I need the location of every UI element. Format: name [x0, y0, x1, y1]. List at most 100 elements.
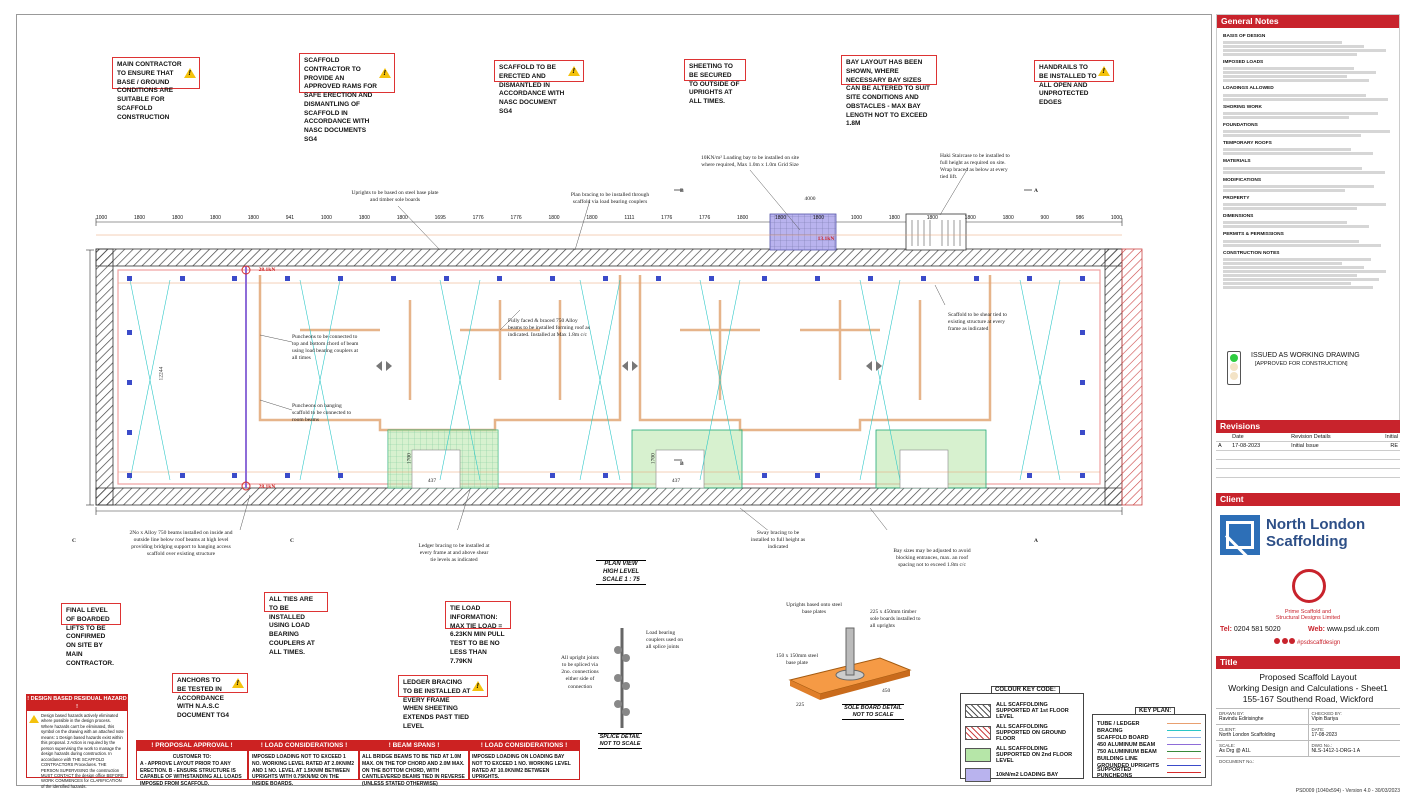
colour-key-label: 10kN/m2 LOADING BAY — [996, 772, 1059, 778]
colour-key-label: ALL SCAFFOLDING SUPPORTED AT 1st FLOOR L… — [996, 702, 1069, 720]
sole-note-timber: 225 x 450mm timber sole boards installed… — [870, 609, 921, 630]
colour-key-label: ALL SCAFFOLDING SUPPORTED ON GROUND FLOO… — [996, 724, 1066, 742]
client-panel: Client North London Scaffolding Prime Sc… — [1216, 493, 1400, 653]
dimension-label: 1800 — [737, 215, 749, 221]
key-plan-item: 450 ALUMINUM BEAM — [1097, 741, 1201, 748]
warning-icon — [29, 715, 39, 723]
title-line2: Working Design and Calculations - Sheet1 — [1228, 683, 1388, 693]
title-line1: Proposed Scaffold Layout — [1259, 672, 1357, 682]
linkedin-icon[interactable] — [1289, 638, 1296, 644]
colour-key-item: ALL SCAFFOLDING SUPPORTED ON GROUND FLOO… — [965, 724, 1079, 742]
key-plan-label: 750 ALUMINIUM BEAM — [1097, 748, 1157, 755]
drawing-sheet — [16, 14, 1212, 786]
dimension-label: 1800 — [964, 215, 976, 221]
note-sheeting: SHEETING TO BE SECURED TO OUTSIDE OF UPR… — [684, 59, 746, 105]
load-28kn-top: 28.1kN — [258, 267, 276, 273]
key-plan-label: GROUNDED UPRIGHTS — [1097, 762, 1160, 769]
title-line3: 155-167 Southend Road, Wickford — [1242, 694, 1374, 704]
key-plan-item: GROUNDED UPRIGHTS — [1097, 762, 1201, 769]
working-drawing-label: ISSUED AS WORKING DRAWING — [1251, 352, 1360, 359]
footer-version: PSD009 (1040x594) - Version 4.0 - 30/03/… — [1295, 788, 1400, 794]
dim-225: 225 — [796, 702, 805, 708]
key-plan-label: SUPPORTED PUNCHEONS — [1097, 766, 1133, 779]
loading-bay-considerations-box: ! LOAD CONSIDERATIONS !IMPOSED LOADING O… — [468, 740, 580, 780]
dim-437: 437 — [671, 478, 681, 484]
note-rams: SCAFFOLD CONTRACTOR TO PROVIDE AN APPROV… — [299, 53, 395, 143]
note-shear-tied: Scaffold to be shear tied to existing st… — [948, 312, 1008, 333]
dimension-label: 1800 — [774, 215, 787, 221]
note-alloy-beams: 2No x Alloy 750 beams installed on insid… — [129, 530, 233, 558]
note-ties: ALL TIES ARE TO BE INSTALLED USING LOAD … — [264, 592, 328, 656]
dimension-label: 1800 — [926, 215, 938, 221]
dim-437: 437 — [427, 478, 437, 484]
section-marker-a: A — [1034, 188, 1038, 194]
key-plan-item: TUBE / LEDGER — [1097, 720, 1201, 727]
colour-swatch — [965, 726, 991, 740]
dimension-label: 1800 — [888, 215, 900, 221]
dimension-label: 1000 — [1110, 215, 1122, 221]
key-plan-label: 450 ALUMINUM BEAM — [1097, 741, 1156, 748]
dimension-label: 1800 — [133, 215, 146, 221]
north-london-logo-icon — [1220, 515, 1260, 565]
note-alloy-roof: Fully faced & braced 750 Alloy beams to … — [508, 318, 590, 339]
note-bay-sizes: Bay sizes may be adjusted to avoid block… — [893, 548, 971, 569]
dimension-label: 900 — [1040, 215, 1049, 221]
note-handrails: HANDRAILS TO BE INSTALLED TO ALL OPEN AN… — [1034, 60, 1114, 106]
key-line-swatch — [1167, 723, 1201, 724]
key-line-swatch — [1167, 751, 1201, 752]
section-marker-b: B — [680, 461, 684, 467]
note-ledger-sheeting: LEDGER BRACING TO BE INSTALLED AT EVERY … — [398, 675, 488, 730]
note-sg4: SCAFFOLD TO BE ERECTED AND DISMANTLED IN… — [494, 60, 584, 115]
note-ground-conditions: MAIN CONTRACTOR TO ENSURE THAT BASE / GR… — [112, 57, 200, 121]
key-plan-label: TUBE / LEDGER — [1097, 720, 1140, 727]
notes-section-heading: PROPERTY — [1223, 195, 1250, 201]
key-line-swatch — [1167, 744, 1201, 745]
warning-icon — [472, 681, 484, 691]
key-line-swatch — [1167, 772, 1201, 773]
hazard-title: ! DESIGN BASED RESIDUAL HAZARD ! — [27, 695, 127, 711]
notes-section-heading: MODIFICATIONS — [1223, 177, 1262, 183]
dimension-label: 1776 — [472, 215, 484, 221]
sole-board-drawing — [788, 627, 912, 700]
key-plan-label: BRACING — [1097, 727, 1123, 734]
notes-section-heading: TEMPORARY ROOFS — [1223, 141, 1272, 147]
sole-note-steel-plate: 150 x 150mm steel base plate — [776, 653, 819, 667]
load-28kn-bottom: 28.1kN — [258, 484, 276, 490]
proposal-approval-box: ! PROPOSAL APPROVAL !CUSTOMER TO:A - App… — [136, 740, 248, 787]
key-line-swatch — [1167, 758, 1201, 759]
dimension-label: 1800 — [396, 215, 408, 221]
instagram-icon[interactable] — [1281, 638, 1288, 644]
dimension-label: 1000 — [850, 215, 862, 221]
dimension-label: 1000 — [96, 215, 108, 221]
dimension-label: 1776 — [510, 215, 522, 221]
dim-1700: 1700 — [406, 453, 413, 465]
dimension-label: 1800 — [548, 215, 560, 221]
notes-section-heading: LOADINGS ALLOWED — [1223, 86, 1274, 92]
notes-section-heading: SHORING WORK — [1223, 104, 1262, 110]
notes-section-heading: FOUNDATIONS — [1223, 122, 1258, 128]
dimension-label: 986 — [1075, 215, 1085, 221]
colour-key-item: ALL SCAFFOLDING SUPPORTED AT 1st FLOOR L… — [965, 702, 1079, 720]
dimension-label: 1800 — [209, 215, 221, 221]
key-line-swatch — [1167, 737, 1201, 738]
note-final-level: FINAL LEVEL OF BOARDED LIFTS TO BE CONFI… — [61, 603, 121, 667]
notes-section-heading: BASIS OF DESIGN — [1223, 34, 1266, 39]
dimension-label: 1000 — [320, 215, 332, 221]
load-13kn: 13.1kN — [817, 236, 835, 242]
key-plan-label: SCAFFOLD BOARD — [1097, 734, 1149, 741]
section-marker-b: B — [680, 188, 684, 194]
client-header: Client — [1216, 493, 1400, 506]
facebook-icon[interactable] — [1274, 638, 1280, 644]
splice-detail-drawing — [614, 628, 630, 728]
colour-key-panel: COLOUR KEY CODE: ALL SCAFFOLDING SUPPORT… — [960, 686, 1084, 782]
psd-logo-icon — [1292, 569, 1326, 603]
